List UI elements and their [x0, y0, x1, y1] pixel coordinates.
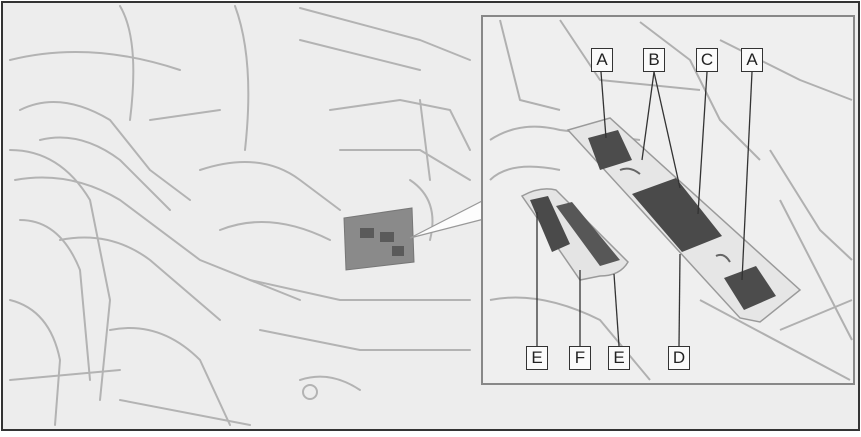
- highlighted-switch-area: [344, 208, 414, 270]
- callout-label-d: D: [668, 346, 690, 370]
- callout-label-e: E: [526, 346, 548, 370]
- callout-label-a: A: [591, 48, 613, 72]
- callout-label-c: C: [696, 48, 718, 72]
- zoom-inset: [482, 16, 854, 384]
- callout-label-a-right: A: [741, 48, 763, 72]
- callout-label-b: B: [643, 48, 665, 72]
- callout-label-e-right: E: [608, 346, 630, 370]
- callout-label-f: F: [569, 346, 591, 370]
